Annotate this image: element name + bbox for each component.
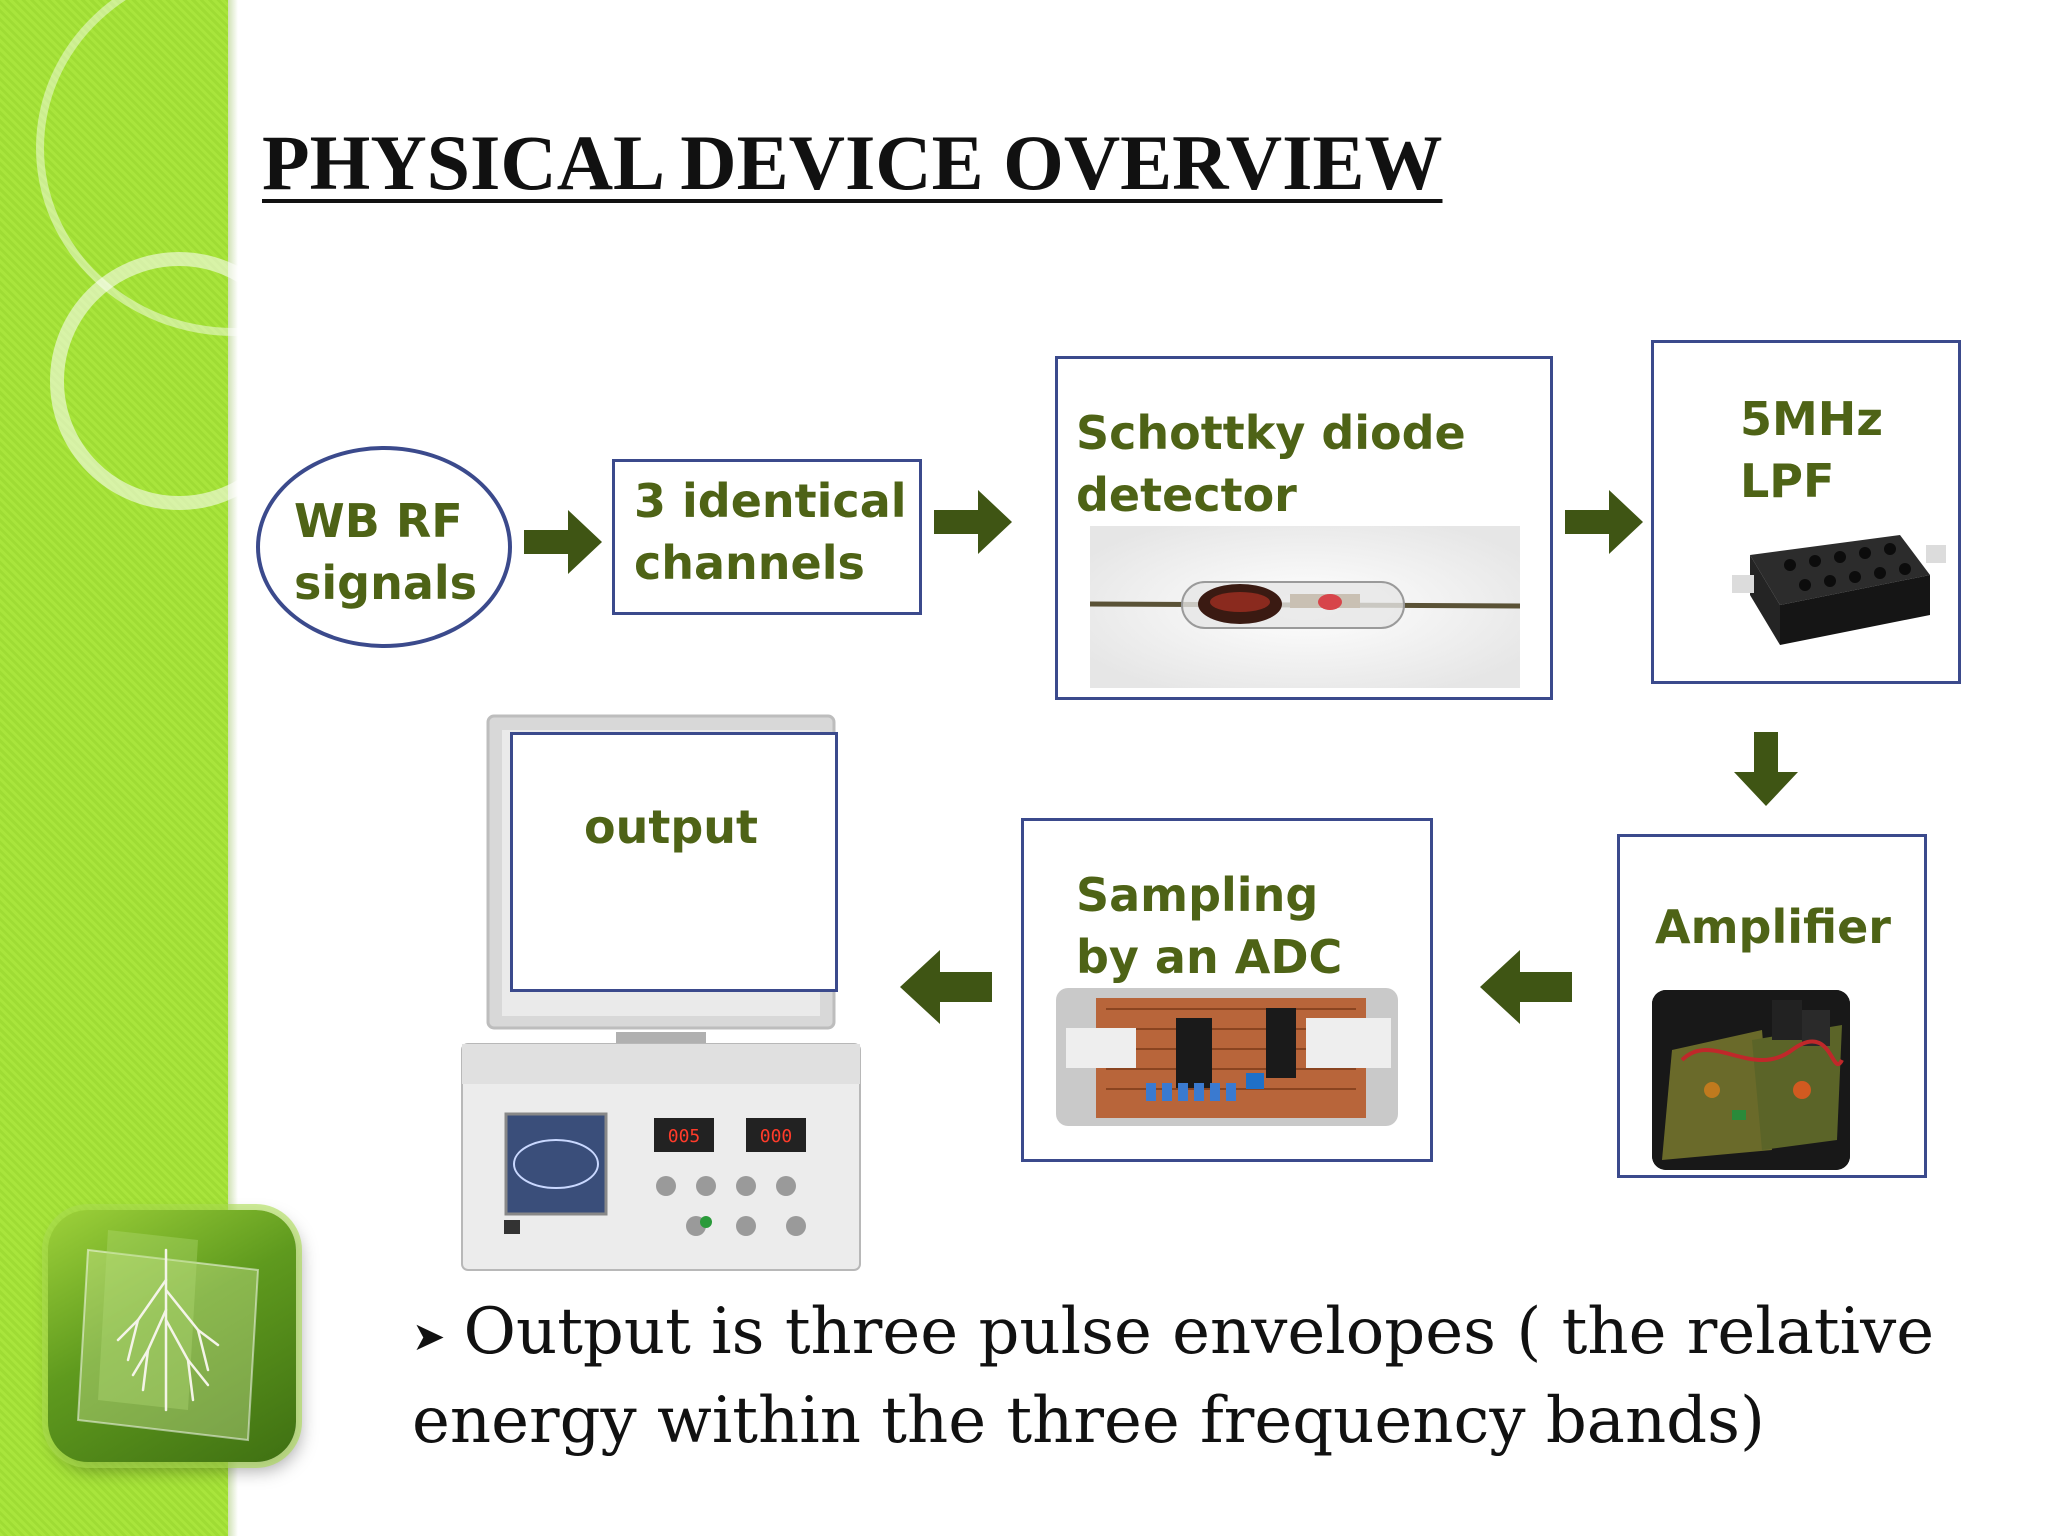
svg-text:005: 005 [668,1126,701,1147]
output-screen-box [510,732,838,992]
wb-rf-signals-label: WB RF signals [294,494,478,610]
arrow-right-icon-2 [934,490,1012,554]
slide-title: PHYSICAL DEVICE OVERVIEW [262,119,1443,206]
logo-tile [48,1210,296,1462]
adc-board-photo [1056,988,1398,1126]
lpf-label: 5MHz LPF [1740,392,1884,508]
bullet-text-block: ➤Output is three pulse envelopes ( the r… [412,1290,1972,1463]
channels-label: 3 identical channels [634,474,907,590]
filter-module-icon [1732,535,1946,645]
lpf-filter-photo [1730,505,1950,655]
sidebar-shadow [228,0,238,1536]
amplifier-label: Amplifier [1655,900,1891,954]
arrow-left-icon-2 [900,950,992,1024]
adc-board-icon [1056,988,1398,1126]
schottky-diode-photo [1090,526,1520,688]
bullet-text: Output is three pulse envelopes ( the re… [412,1295,1935,1458]
schottky-label: Schottky diode detector [1076,406,1466,522]
sampling-label: Sampling by an ADC [1076,868,1343,984]
output-label: output [584,800,759,854]
decorative-ring-small [50,252,308,510]
diode-icon [1090,526,1520,688]
svg-text:000: 000 [760,1126,793,1147]
arrow-right-icon-3 [1565,490,1643,554]
arrow-right-icon-1 [524,510,602,574]
bullet-arrow-icon: ➤ [412,1313,446,1360]
arrow-down-icon [1734,732,1798,806]
plant-root-icon [76,1230,260,1442]
arrow-left-icon-1 [1480,950,1572,1024]
amplifier-board-photo [1652,990,1850,1170]
circuit-board-icon [1652,990,1850,1170]
wb-rf-signals-node [256,446,512,648]
channels-box [612,459,922,615]
